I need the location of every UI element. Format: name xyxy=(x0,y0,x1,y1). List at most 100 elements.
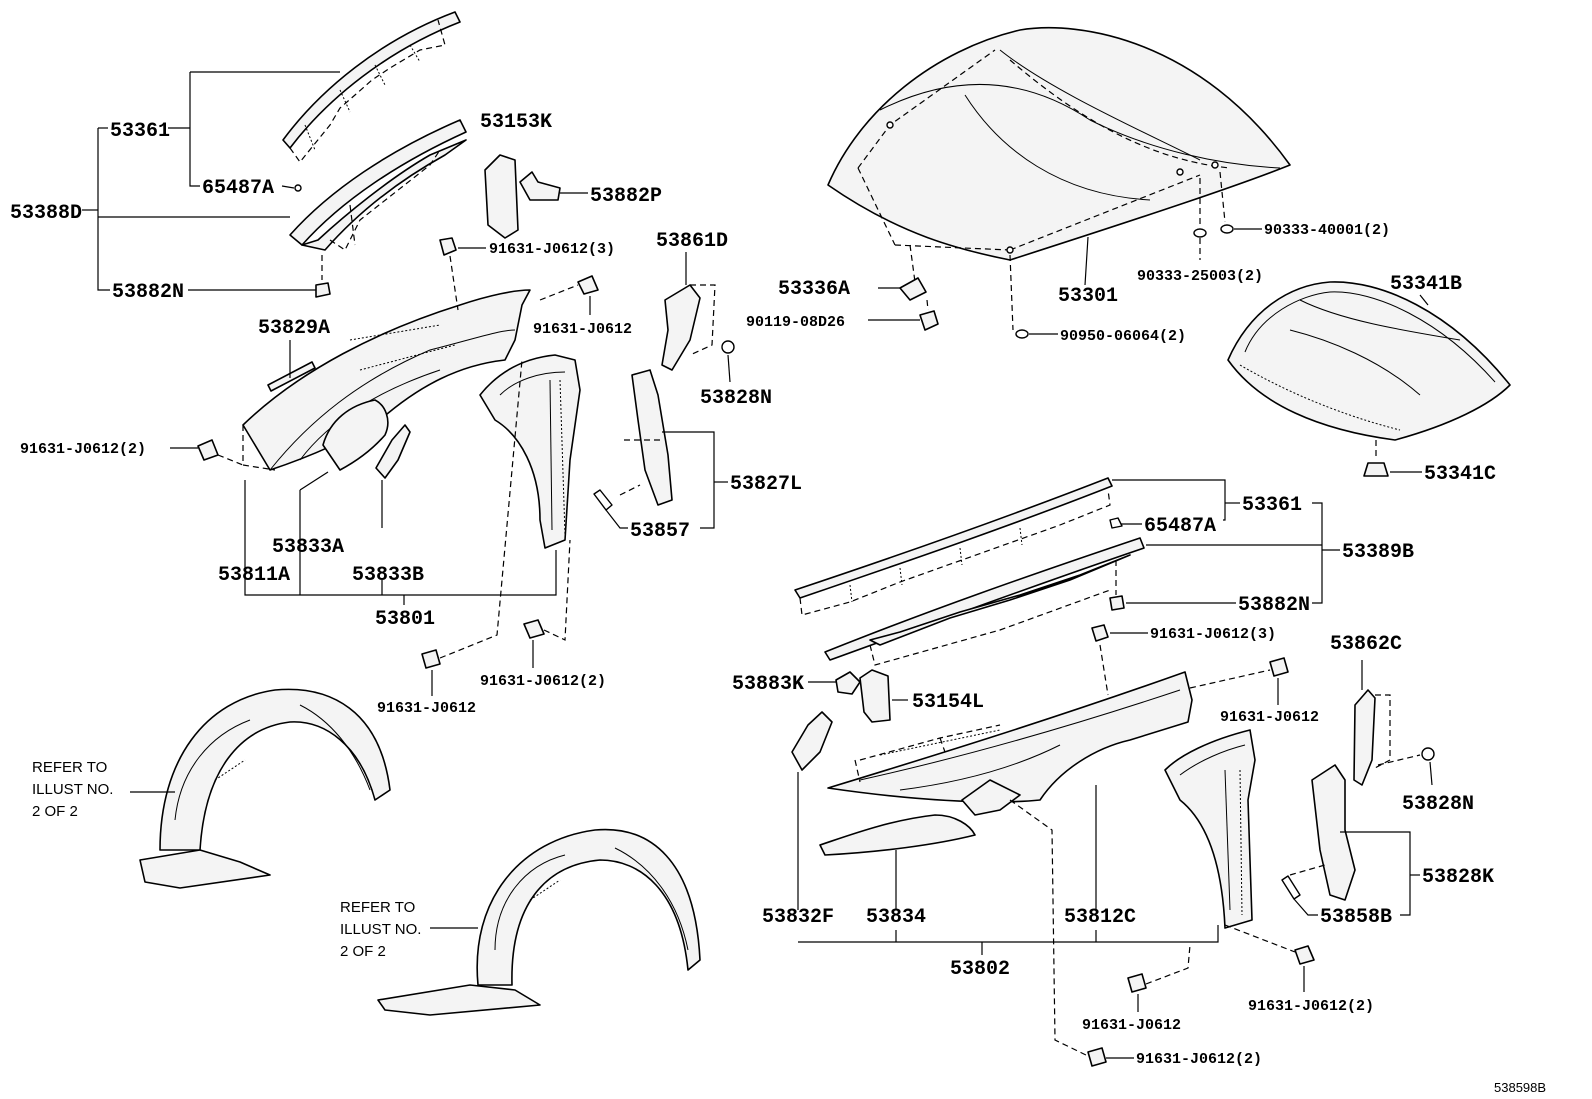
label-65487a-left: 65487A xyxy=(202,177,274,200)
label-53858b: 53858B xyxy=(1320,906,1392,929)
seal-53829a xyxy=(267,361,316,392)
label-53833a: 53833A xyxy=(272,536,344,559)
label-91631-2-bottom: 91631-J0612(2) xyxy=(1136,1051,1262,1068)
label-53336a: 53336A xyxy=(778,278,850,301)
label-90950: 90950-06064(2) xyxy=(1060,328,1186,345)
clip-53828n-left xyxy=(721,340,735,354)
bracket-53832f xyxy=(791,711,833,771)
label-90119: 90119-08D26 xyxy=(746,314,845,331)
label-53833b: 53833B xyxy=(352,564,424,587)
label-53341c: 53341C xyxy=(1424,463,1496,486)
plug-90950 xyxy=(1015,329,1029,339)
label-53827l: 53827L xyxy=(730,473,802,496)
bracket-53834 xyxy=(819,814,976,856)
seal-53154l xyxy=(859,669,891,723)
bolt-91631-right-upper-mid xyxy=(1269,657,1289,677)
seal-53882p xyxy=(519,171,561,201)
label-53828k: 53828K xyxy=(1422,866,1494,889)
bolt-91631-lower-right xyxy=(1294,945,1315,965)
label-90333-40001: 90333-40001(2) xyxy=(1264,222,1390,239)
clip-53882n-right xyxy=(1109,595,1125,611)
label-53828n-left: 53828N xyxy=(700,387,772,410)
bolt-91631-lower-left xyxy=(421,649,441,669)
grommet-90333-25003 xyxy=(1193,228,1207,238)
fender-liner-upper-left xyxy=(289,119,467,251)
illustration-number: 538598B xyxy=(1494,1080,1546,1095)
label-53301: 53301 xyxy=(1058,285,1118,308)
label-53857: 53857 xyxy=(630,520,690,543)
label-91631-2-right-lower: 91631-J0612(2) xyxy=(1248,998,1374,1015)
label-53801: 53801 xyxy=(375,608,435,631)
bracket-53812c-tab xyxy=(961,779,1021,816)
note-center-line1: REFER TO xyxy=(340,899,415,916)
label-53361-left: 53361 xyxy=(110,120,170,143)
leader-53301 xyxy=(1084,236,1089,286)
clip-53341c xyxy=(1363,462,1389,477)
seal-53862c xyxy=(1353,689,1376,786)
label-53812c: 53812C xyxy=(1064,906,1136,929)
label-53828n-right: 53828N xyxy=(1402,793,1474,816)
label-91631-right-lower: 91631-J0612 xyxy=(1082,1017,1181,1034)
fender-apron-left xyxy=(479,354,581,549)
bolt-91631-upper-mid xyxy=(577,275,599,295)
label-91631-3-left: 91631-J0612(3) xyxy=(489,241,615,258)
bolt-90119 xyxy=(919,310,939,331)
note-left-line3: 2 OF 2 xyxy=(32,803,78,820)
bolt-91631-left-side xyxy=(197,439,219,461)
seal-53153k xyxy=(484,154,519,239)
fender-seal-left xyxy=(282,11,461,163)
fender-right xyxy=(827,671,1193,803)
label-53154l: 53154L xyxy=(912,691,984,714)
label-53388d: 53388D xyxy=(10,202,82,225)
label-53882n-left: 53882N xyxy=(112,281,184,304)
hood-insulator xyxy=(1227,281,1511,441)
label-53829a: 53829A xyxy=(258,317,330,340)
label-53862c: 53862C xyxy=(1330,633,1402,656)
fender-liner-inner-center xyxy=(377,828,701,1016)
note-center-line3: 2 OF 2 xyxy=(340,943,386,960)
seal-53861d xyxy=(661,284,701,371)
note-left-line1: REFER TO xyxy=(32,759,107,776)
bracket-53833b xyxy=(375,424,411,479)
label-91631-left-top: 91631-J0612 xyxy=(533,321,632,338)
label-53811a: 53811A xyxy=(218,564,290,587)
fender-liner-inner-left xyxy=(139,688,391,889)
label-53341b: 53341B xyxy=(1390,273,1462,296)
label-53834: 53834 xyxy=(866,906,926,929)
fender-liner-upper-right xyxy=(824,537,1145,666)
bolt-91631-bottom xyxy=(1087,1047,1107,1067)
label-90333-25003: 90333-25003(2) xyxy=(1137,268,1263,285)
seal-53883k xyxy=(835,671,861,695)
bracket-53833a xyxy=(322,399,389,471)
note-left-line2: ILLUST NO. xyxy=(32,781,113,798)
fender-seal-right xyxy=(794,477,1113,616)
clip-65487a-left xyxy=(294,184,302,192)
clip-53857 xyxy=(593,489,613,511)
label-91631-right-upper: 91631-J0612 xyxy=(1220,709,1319,726)
bolt-91631-upper-left xyxy=(439,237,457,256)
clip-53828n-right xyxy=(1421,747,1435,761)
note-center-line2: ILLUST NO. xyxy=(340,921,421,938)
label-53882p: 53882P xyxy=(590,185,662,208)
bolt-91631-upper-right xyxy=(1091,624,1109,642)
label-53832f: 53832F xyxy=(762,906,834,929)
label-91631-3-right: 91631-J0612(3) xyxy=(1150,626,1276,643)
seal-53827l xyxy=(631,369,673,506)
label-53882n-right: 53882N xyxy=(1238,594,1310,617)
label-53802: 53802 xyxy=(950,958,1010,981)
bolt-91631-lower-mid xyxy=(523,619,545,639)
label-53861d: 53861D xyxy=(656,230,728,253)
label-53883k: 53883K xyxy=(732,673,804,696)
grommet-90333-40001 xyxy=(1220,224,1234,234)
label-65487a-right: 65487A xyxy=(1144,515,1216,538)
hood-bracket-53336a xyxy=(899,277,927,301)
label-53389b: 53389B xyxy=(1342,541,1414,564)
fender-apron-right xyxy=(1164,729,1256,929)
label-91631-2-left-lower: 91631-J0612(2) xyxy=(480,673,606,690)
clip-65487a-right xyxy=(1109,517,1123,529)
label-91631-2-left-side: 91631-J0612(2) xyxy=(20,441,146,458)
bolt-91631-lower-center xyxy=(1127,973,1147,993)
label-53361-right: 53361 xyxy=(1242,494,1302,517)
